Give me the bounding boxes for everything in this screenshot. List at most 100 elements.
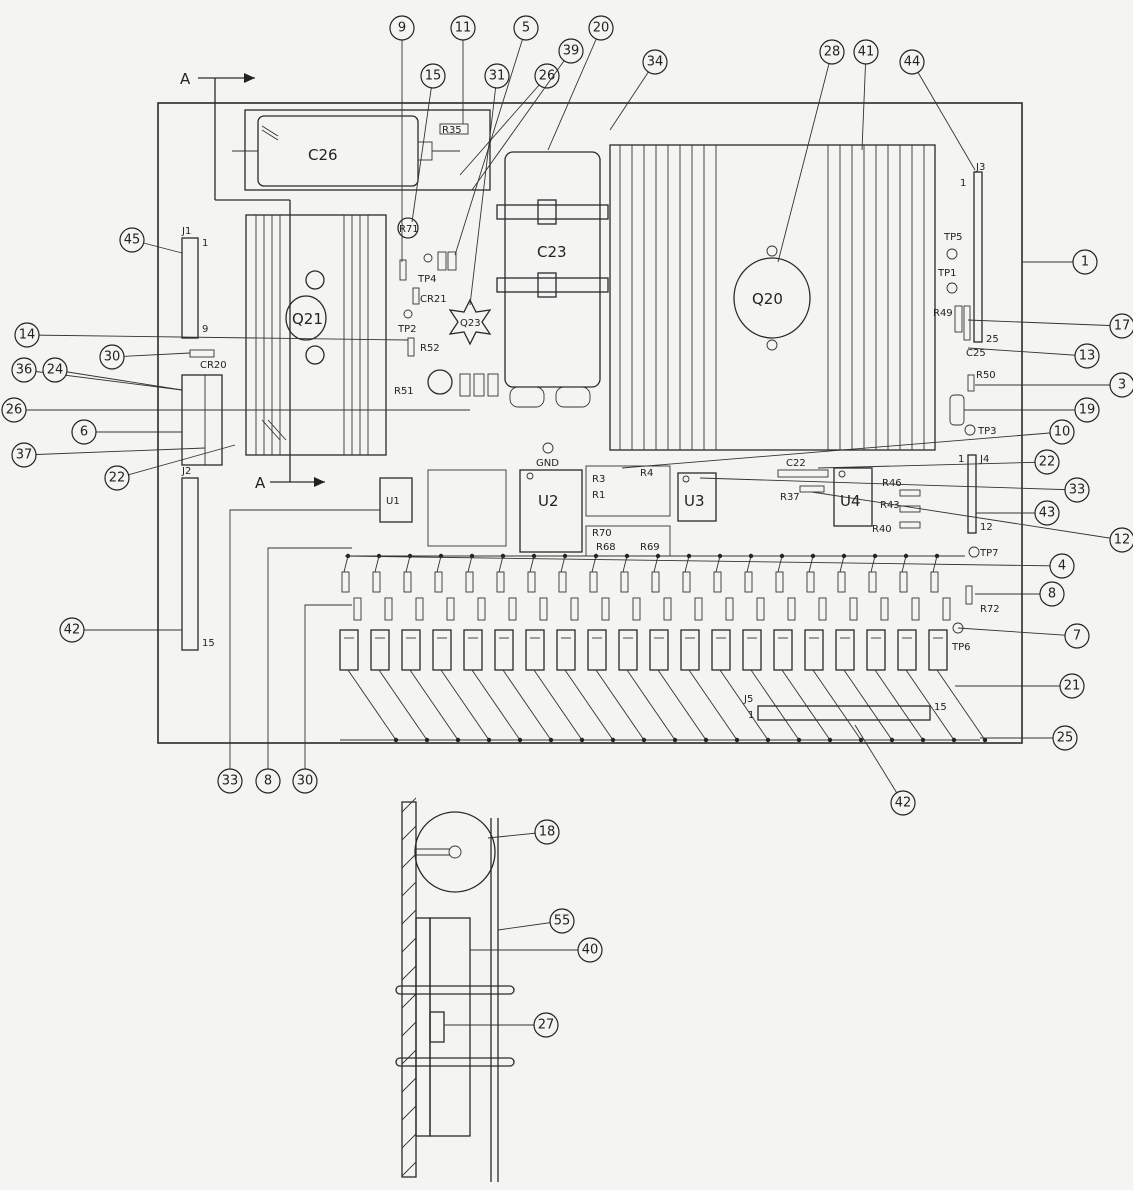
label-r46: R46 [882, 478, 902, 489]
callout-c36: 36 [11, 357, 183, 391]
array-resistor-b [570, 597, 579, 621]
label-r35: R35 [442, 125, 462, 136]
callout-number: 30 [104, 350, 121, 365]
array-resistor-b [818, 597, 827, 621]
callout-circle [577, 937, 603, 963]
array-bottom-lead [657, 669, 707, 741]
array-bottom-node [858, 737, 864, 743]
callout-number: 12 [1114, 533, 1131, 548]
callout-c44: 44 [899, 49, 976, 171]
callout-circle [99, 344, 125, 370]
array-top-lead [467, 555, 473, 573]
array-transistor [494, 629, 514, 671]
array-transistor [680, 629, 700, 671]
callout-c31: 31 [469, 63, 510, 306]
array-bottom-lead [781, 669, 831, 741]
label-tp7: TP7 [979, 548, 999, 559]
callout-number: 20 [593, 21, 610, 36]
callout-c55: 55 [497, 908, 575, 934]
callout-circle [1109, 313, 1133, 339]
array-transistor [525, 629, 545, 671]
label-tp2: TP2 [397, 324, 417, 335]
callout-number: 1 [1081, 255, 1089, 270]
array-bottom-node [827, 737, 833, 743]
callout-leader [229, 509, 380, 781]
callout-c5: 5 [454, 15, 539, 256]
heatsink-q21: Q21 [245, 214, 387, 456]
label-r43: R43 [880, 500, 900, 511]
array-bottom-node [641, 737, 647, 743]
array-top-lead [405, 555, 411, 573]
callout-circle [1049, 553, 1075, 579]
callout-number: 8 [1048, 587, 1056, 602]
array-bottom-node [982, 737, 988, 743]
array-resistor-a [713, 571, 722, 593]
label-j5-start: 1 [748, 710, 754, 721]
callout-c30a: 30 [99, 344, 191, 370]
callout-circle [14, 322, 40, 348]
array-top-lead [622, 555, 628, 573]
callout-number: 40 [582, 943, 599, 958]
callout-leader [26, 334, 409, 341]
array-transistor [804, 629, 824, 671]
array-resistor-b [353, 597, 362, 621]
callout-circle [1064, 623, 1090, 649]
label-r4: R4 [640, 468, 653, 479]
callout-number: 55 [554, 914, 571, 929]
array-resistor-a [651, 571, 660, 593]
callout-circle [534, 819, 560, 845]
array-transistor [587, 629, 607, 671]
callout-circle [450, 15, 476, 41]
array-resistor-b [384, 597, 393, 621]
array-resistor-b [539, 597, 548, 621]
array-bottom-node [951, 737, 957, 743]
board-outline [157, 102, 1023, 744]
label-j1: J1 [181, 226, 191, 237]
array-bottom-lead [440, 669, 490, 741]
callout-leader [609, 61, 656, 131]
array-resistor-a [403, 571, 412, 593]
callout-c3: 3 [975, 372, 1133, 398]
callout-number: 33 [1069, 483, 1086, 498]
label-tp1: TP1 [937, 268, 957, 279]
array-transistor [618, 629, 638, 671]
callout-number: 19 [1079, 403, 1096, 418]
connector-j3: J3 1 25 [960, 162, 999, 345]
callout-number: 41 [858, 45, 875, 60]
callout-circle [558, 38, 584, 64]
callout-circle [71, 419, 97, 445]
array-bottom-node [424, 737, 430, 743]
array-bottom-lead [812, 669, 862, 741]
label-u2: U2 [538, 492, 559, 510]
array-resistor-b [694, 597, 703, 621]
callout-c20: 20 [547, 15, 614, 151]
capacitor-c26: C26 [232, 109, 491, 191]
callout-leader [267, 547, 352, 781]
array-bottom-node [610, 737, 616, 743]
label-j3: J3 [975, 162, 985, 173]
label-c23: C23 [537, 243, 567, 261]
array-bottom-node [920, 737, 926, 743]
resistor-r35-body [439, 123, 469, 135]
driver-array [339, 553, 988, 743]
callout-number: 8 [264, 774, 272, 789]
array-resistor-b [942, 597, 951, 621]
array-resistor-a [775, 571, 784, 593]
label-tp3: TP3 [977, 426, 997, 437]
array-top-lead [808, 555, 814, 573]
array-resistor-a [527, 571, 536, 593]
callout-leader [699, 477, 1078, 491]
callout-c7: 7 [957, 623, 1090, 649]
array-bottom-lead [626, 669, 676, 741]
callout-number: 39 [563, 44, 580, 59]
array-resistor-b [632, 597, 641, 621]
callout-number: 43 [1039, 506, 1056, 521]
callout-number: 44 [904, 55, 921, 70]
callout-c12: 12 [811, 491, 1133, 553]
callout-number: 21 [1064, 679, 1081, 694]
callout-leader [967, 319, 1123, 327]
label-r50: R50 [976, 370, 996, 381]
callout-leader [344, 555, 1063, 567]
array-bottom-lead [471, 669, 521, 741]
